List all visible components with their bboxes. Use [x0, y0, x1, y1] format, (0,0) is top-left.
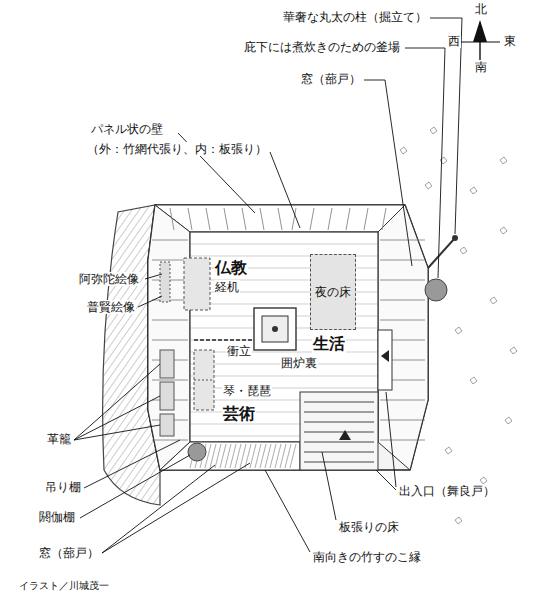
- part-label: 衝立: [226, 344, 252, 358]
- part-label: 普賢絵像: [86, 300, 136, 314]
- part-label: 囲炉裏: [280, 356, 318, 370]
- part-label: 吊り棚: [44, 480, 82, 494]
- compass-label: 東: [503, 34, 517, 48]
- compass-label: 北: [474, 2, 488, 16]
- area-heading: 生活: [312, 334, 346, 353]
- part-label: 琴・琵琶: [222, 384, 272, 398]
- pillar-note: 華奢な丸太の柱（掘立て）: [282, 10, 428, 24]
- part-label: 経机: [214, 280, 240, 294]
- compass-label: 西: [447, 34, 461, 48]
- part-label: 阿弥陀絵像: [78, 272, 140, 286]
- wall-note: （外：竹網代張り、内：板張り）: [86, 142, 268, 156]
- bed-area: 夜の床: [310, 254, 356, 330]
- area-heading: 仏教: [214, 258, 248, 277]
- area-heading: 芸術: [222, 404, 256, 423]
- door-label: 出入口（舞良戸）: [398, 484, 496, 498]
- part-label: 革籠: [46, 432, 72, 446]
- kamaba-note: 庇下には煮炊きのための釜場: [243, 40, 401, 54]
- compass-label: 南: [474, 60, 488, 74]
- window-label: 窓（蔀戸）: [38, 546, 100, 560]
- wall-label: パネル状の壁: [90, 122, 164, 136]
- floor-label: 板張りの床: [338, 520, 400, 534]
- veranda-label: 南向きの竹すのこ縁: [312, 550, 422, 564]
- window-label: 窓（蔀戸）: [300, 72, 362, 86]
- area-label: 夜の床: [315, 284, 351, 301]
- credit-caption: イラスト／川城茂一: [18, 580, 110, 592]
- part-label: 閼伽棚: [38, 510, 76, 524]
